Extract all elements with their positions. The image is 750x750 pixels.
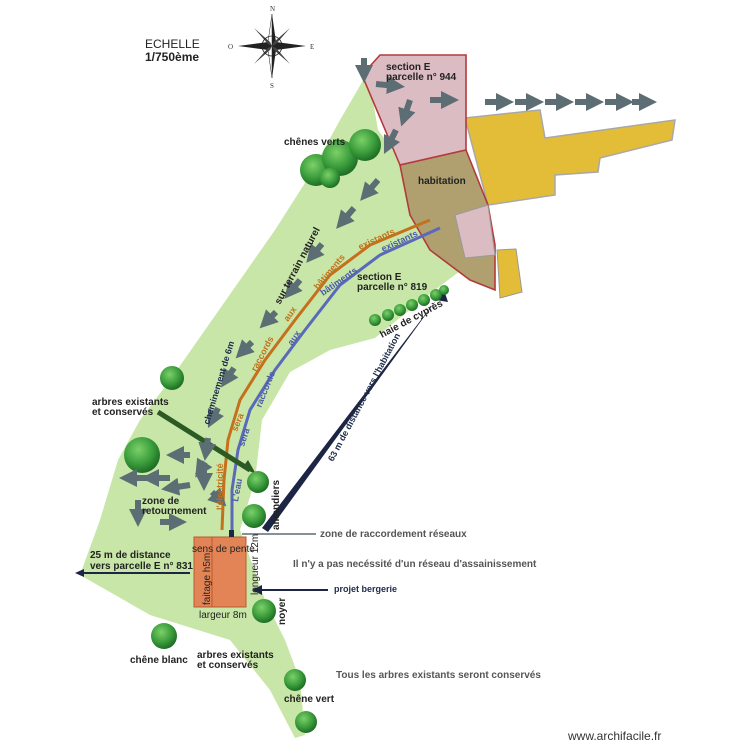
tree-icon [284,669,306,691]
label-faitage: faitage h5m [202,553,213,605]
circulation-arrow-icon [360,178,381,201]
tree-icon [394,304,406,316]
tree-icon [242,504,266,528]
label-chene-vert: chêne vert [284,694,335,705]
water-label-eau: L'eau [230,478,244,503]
compass-north: N [270,5,275,13]
label-zone-retournement-2: retournement [142,506,207,517]
projet-bergerie [193,536,247,608]
habitation-extension [454,204,496,259]
parcel-819-number: parcelle n° 819 [357,282,428,293]
neighbor-annex [496,248,523,299]
circulation-arrow-icon [398,99,416,127]
credit-archifacile[interactable]: www.archifacile.fr [567,729,661,743]
label-arbres-1-line2: et conservés [92,407,154,418]
label-arbres-2-line1: arbres existants [197,650,274,661]
circulation-arrow-icon [336,206,357,229]
scale-title: ECHELLE [145,37,200,51]
circulation-arrow-icon [198,437,217,461]
tree-icon [295,711,317,733]
tree-icon [382,309,394,321]
circulation-arrow-icon [221,366,239,388]
circulation-arrow-icon [207,487,227,507]
compass-rose-icon: N S O E [228,5,314,90]
circulation-arrow-icon [207,406,225,429]
compass-south: S [270,82,274,90]
compass-east: E [310,43,314,51]
electricity-line [220,218,431,531]
terrain-parcel-819 [80,72,495,738]
neighbor-building [464,109,676,206]
circulation-arrow-icon [375,76,405,95]
circulation-arrow-icon [259,309,279,329]
circulation-arrows [119,58,657,531]
elec-label-electricite: l'électricité [215,463,225,510]
label-arbres-2-line2: et conservés [197,660,259,671]
label-largeur: largeur 8m [199,610,247,621]
habitation-label: habitation [418,176,466,187]
arrow-bergerie-head [252,585,262,595]
tree-icon [252,599,276,623]
tree-icon [322,140,358,176]
label-tous-arbres: Tous les arbres existants seront conserv… [336,670,541,681]
scale-value: 1/750ème [145,50,199,64]
label-sens-pente: sens de pente [192,544,255,555]
label-assainissement: Il n'y a pas necéssité d'un réseau d'ass… [293,559,537,570]
arrow-63m [262,290,448,532]
parcel-944-section: section E [386,62,431,73]
tree-icon [418,294,430,306]
tree-icon [349,129,381,161]
arrow-arbres-1 [156,409,252,473]
label-distance-25-1: 25 m de distance [90,550,171,561]
circulation-arrow-icon [235,339,255,359]
label-distance-63: 63 m de distance vers l'habitation [326,331,402,463]
tree-icon [247,471,269,493]
circulation-arrow-icon [195,457,213,478]
arrow-25m-head [75,569,84,577]
circulation-arrow-icon [284,278,303,299]
compass-west: O [228,43,233,51]
label-arbres-1-line1: arbres existants [92,397,169,408]
label-chene-blanc: chêne blanc [130,655,188,666]
circulation-arrow-icon [161,477,191,496]
label-longueur: longueur 12m [250,534,261,595]
label-chenes-verts: chênes verts [284,137,346,148]
circulation-arrow-icon [306,242,325,263]
label-zone-raccordement: zone de raccordement réseaux [320,529,467,540]
label-distance-25-2: vers parcelle E n° 831 [90,561,193,572]
tree-icon [406,299,418,311]
circulation-arrow-icon [383,128,401,155]
label-projet-bergerie: projet bergerie [334,584,397,594]
label-noyer: noyer [277,598,288,625]
tree-icon [151,623,177,649]
tree-icon [124,437,160,473]
label-zone-retournement-1: zone de [142,496,180,507]
parcel-819-section: section E [357,272,402,283]
water-line [230,226,441,530]
raccordement-marker [229,530,234,537]
trees-layer [124,129,449,733]
tree-icon [320,168,340,188]
tree-icon [160,366,184,390]
tree-icon [439,285,449,295]
arrow-arbres-1-head [242,460,256,474]
tree-icon [430,289,442,301]
parcel-944-number: parcelle n° 944 [386,72,457,83]
label-amandiers: amandiers [271,480,282,530]
tree-icon [369,314,381,326]
